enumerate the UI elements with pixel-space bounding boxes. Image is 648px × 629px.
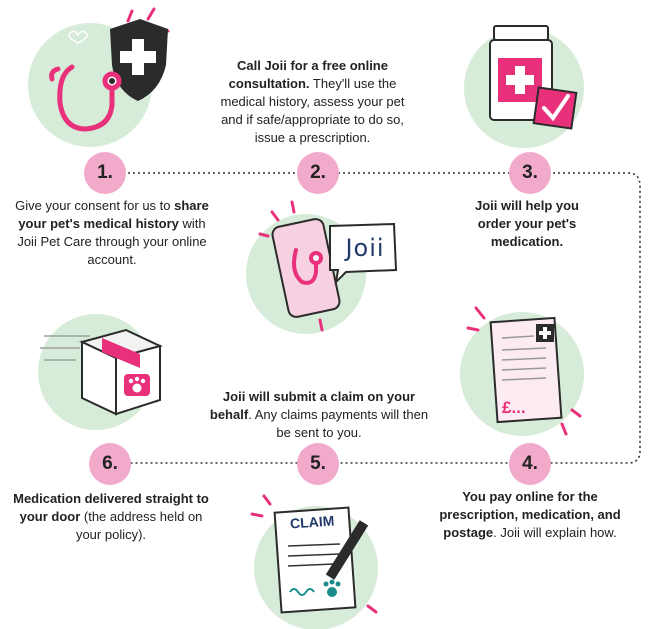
illustration-order — [460, 12, 600, 162]
illustration-consultation: Joii — [238, 198, 398, 338]
illustration-claim: CLAIM — [244, 488, 394, 629]
step-2-text: Call Joii for a free online consultation… — [220, 58, 405, 145]
chat-bubble-icon — [329, 222, 398, 285]
illustration-consent — [28, 5, 178, 155]
step-5-text: Joii will submit a claim on your behalf.… — [209, 389, 429, 440]
price-label: £... — [502, 398, 526, 417]
claim-heading: CLAIM — [289, 512, 335, 532]
shield-cross-icon — [110, 19, 168, 101]
paw-icon — [323, 579, 341, 597]
illustration-payment: £... — [450, 298, 610, 448]
step-number-3: 3. — [509, 152, 551, 194]
step-number-1: 1. — [84, 152, 126, 194]
step-4-text: You pay online for the prescription, med… — [439, 489, 621, 540]
illustration-delivery — [30, 300, 180, 440]
pen-icon — [325, 520, 369, 580]
step-number-6: 6. — [89, 443, 131, 485]
step-1-text: Give your consent for us to share your p… — [15, 198, 209, 267]
step-number-5: 5. — [297, 443, 339, 485]
prescription-icon — [489, 316, 563, 424]
paw-icon — [128, 376, 146, 393]
parcel-icon — [79, 328, 163, 416]
checkmark-icon — [532, 86, 578, 130]
step-number-2: 2. — [297, 152, 339, 194]
step-number-4: 4. — [509, 443, 551, 485]
claim-form-icon — [273, 506, 357, 614]
step-6-text: Medication delivered straight to your do… — [13, 491, 209, 542]
step-3-text: Joii will help you order your pet's medi… — [474, 198, 579, 249]
phone-logo: Joii — [345, 234, 385, 262]
